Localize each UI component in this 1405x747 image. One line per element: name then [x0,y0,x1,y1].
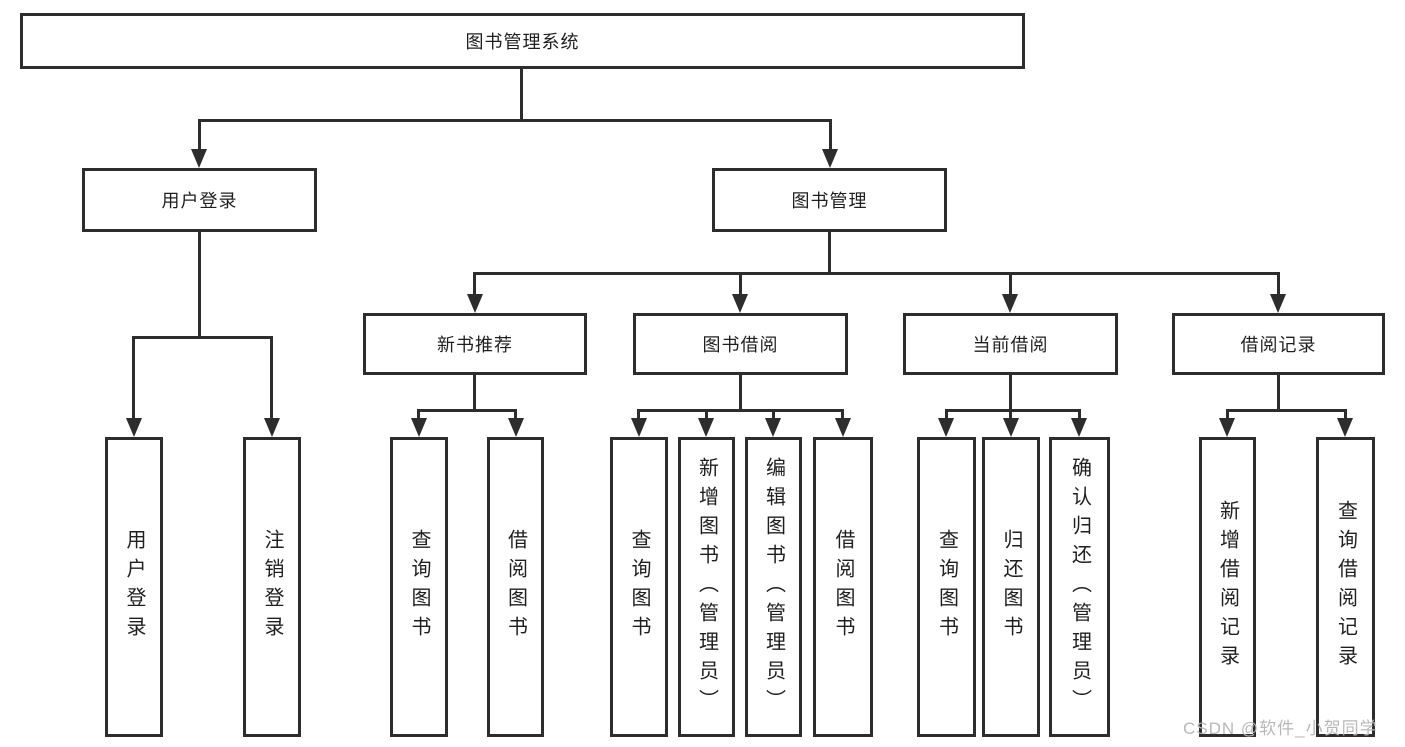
connector-stub-leaf [637,409,640,421]
node-current-borrow: 当前借阅 [903,313,1118,375]
connector-stub-user-login [198,119,201,151]
connector-stub-lvl2 [473,272,476,296]
node-book-borrow: 图书借阅 [633,313,848,375]
arrow-down-icon [835,418,851,437]
connector-book-borrow-stem [739,375,742,411]
leaf-confirm-return-admin: 确认归还（管理员） [1049,437,1110,737]
leaf-add-borrow-record: 新增借阅记录 [1199,437,1256,737]
arrow-down-icon [126,418,142,437]
node-root-library-system: 图书管理系统 [20,13,1025,69]
arrow-down-icon [1002,294,1018,313]
leaf-query-books-borrow: 查询图书 [610,437,668,737]
connector-stub-leaf [772,409,775,421]
connector-stub-leaf [514,409,517,421]
connector-stub-leaf [132,336,135,420]
arrow-down-icon [938,418,954,437]
connector-root-stem [520,69,523,121]
connector-stub-book-mgmt [829,119,832,151]
leaf-add-book-admin: 新增图书（管理员） [678,437,735,737]
arrow-down-icon [732,294,748,313]
arrow-down-icon [631,418,647,437]
connector-root-branch [198,119,832,122]
connector-book-borrow-branch [637,409,844,412]
leaf-user-login: 用户登录 [105,437,163,737]
arrow-down-icon [411,418,427,437]
arrow-down-icon [765,418,781,437]
connector-stub-leaf [1078,409,1081,421]
arrow-down-icon [467,294,483,313]
csdn-watermark: CSDN @软件_小贺同学 [1183,719,1378,738]
connector-stub-lvl2 [1277,272,1280,296]
arrow-down-icon [191,149,207,168]
arrow-down-icon [508,418,524,437]
connector-stub-leaf [1226,409,1229,421]
leaf-query-borrow-record: 查询借阅记录 [1316,437,1375,737]
leaf-query-books-recommend: 查询图书 [390,437,448,737]
leaf-edit-book-admin: 编辑图书（管理员） [745,437,802,737]
arrow-down-icon [1337,418,1353,437]
node-book-management: 图书管理 [712,168,947,232]
connector-stub-leaf [417,409,420,421]
connector-book-mgmt-stem [828,232,831,274]
connector-borrow-record-branch [1226,409,1347,412]
connector-book-mgmt-branch [473,272,1279,275]
leaf-logout: 注销登录 [243,437,301,737]
node-borrow-record: 借阅记录 [1172,313,1385,375]
connector-current-borrow-stem [1009,375,1012,411]
arrow-down-icon [698,418,714,437]
connector-user-login-branch [132,336,273,339]
arrow-down-icon [1071,418,1087,437]
connector-new-book-branch [417,409,517,412]
connector-new-book-stem [473,375,476,411]
arrow-down-icon [1219,418,1235,437]
node-user-login: 用户登录 [82,168,317,232]
leaf-borrow-book: 借阅图书 [813,437,873,737]
node-new-book-recommend: 新书推荐 [363,313,587,375]
connector-stub-lvl2 [739,272,742,296]
leaf-borrow-books-recommend: 借阅图书 [487,437,544,737]
arrow-down-icon [1270,294,1286,313]
arrow-down-icon [264,418,280,437]
connector-stub-leaf [1009,409,1012,421]
connector-stub-leaf [1344,409,1347,421]
leaf-query-books-current: 查询图书 [917,437,976,737]
connector-user-login-stem [198,232,201,338]
connector-stub-leaf [705,409,708,421]
connector-stub-leaf [841,409,844,421]
connector-current-borrow-branch [945,409,1081,412]
connector-stub-leaf [945,409,948,421]
connector-borrow-record-stem [1277,375,1280,411]
connector-stub-leaf [270,336,273,420]
connector-stub-lvl2 [1009,272,1012,296]
arrow-down-icon [822,149,838,168]
leaf-return-book: 归还图书 [982,437,1040,737]
arrow-down-icon [1003,418,1019,437]
